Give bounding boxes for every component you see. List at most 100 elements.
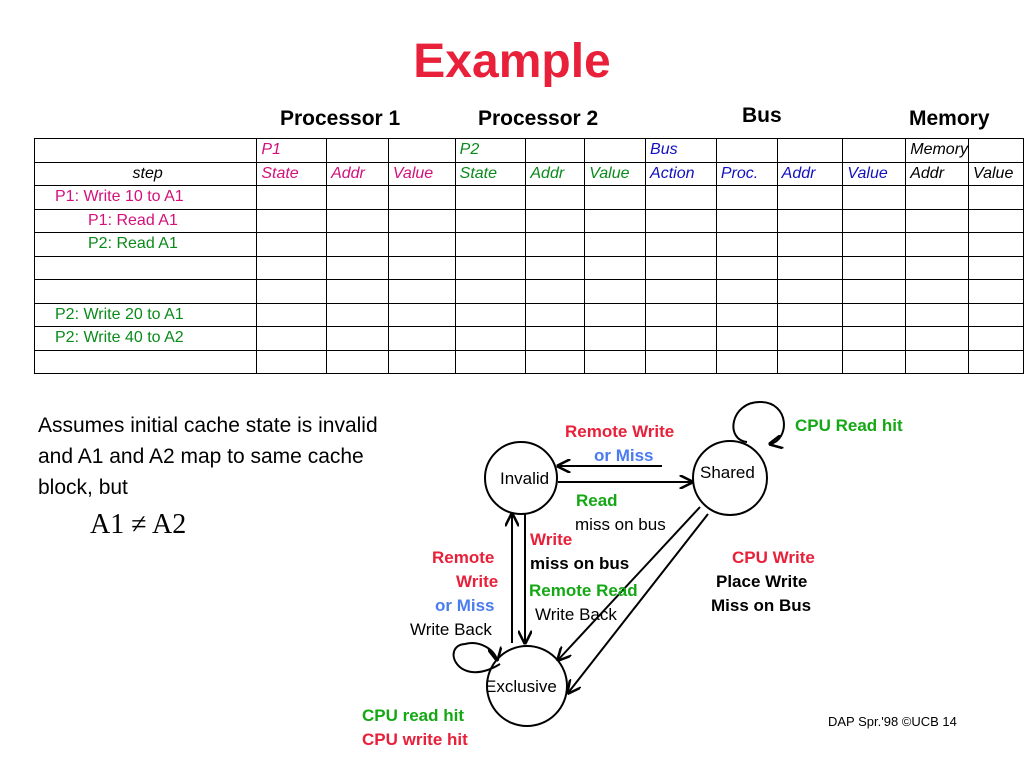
table-step-cell: P2: Write 20 to A1: [33, 302, 258, 327]
table-cell: [584, 185, 647, 210]
label-write-back-right: Write Back: [535, 605, 617, 624]
table-cell: [968, 326, 1024, 351]
table-group-cell: [525, 138, 586, 163]
table-group-cell: [842, 138, 907, 163]
table-cell: [584, 279, 647, 304]
state-invalid-label: Invalid: [500, 469, 550, 488]
table-cell: [715, 302, 778, 327]
table-cell: [256, 255, 328, 280]
table-cell: [584, 232, 647, 257]
table-column-cell: Value: [968, 161, 1024, 186]
table-column-cell: Value: [387, 161, 456, 186]
table-column-cell: Proc.: [715, 161, 778, 186]
table-cell: [256, 279, 328, 304]
label-or-miss-left: or Miss: [435, 596, 495, 615]
table-cell: [454, 326, 527, 351]
table-cell: [584, 349, 647, 374]
state-shared-label: Shared: [700, 463, 755, 482]
table-row: P2: Write 20 to A1: [33, 302, 1024, 327]
table-cell: [256, 302, 328, 327]
table-cell: [454, 302, 527, 327]
table-step-cell: [33, 279, 258, 304]
table-cell: [905, 302, 970, 327]
table-row: [33, 255, 1024, 280]
table-cell: [256, 349, 328, 374]
table-group-cell: [387, 138, 456, 163]
table-column-cell: Action: [645, 161, 717, 186]
table-group-cell: [326, 138, 389, 163]
processor-1-header: Processor 1: [280, 107, 401, 130]
table-column-cell: Value: [842, 161, 907, 186]
table-cell: [842, 185, 907, 210]
table-cell: [645, 255, 717, 280]
table-cell: [842, 279, 907, 304]
table-step-cell: [33, 349, 258, 374]
table-cell: [387, 326, 456, 351]
table-cell: [256, 326, 328, 351]
memory-header: Memory: [909, 107, 990, 130]
table-cell: [387, 279, 456, 304]
table-cell: [387, 232, 456, 257]
table-cell: [584, 255, 647, 280]
label-remote-left: Remote: [432, 548, 495, 567]
table-cell: [776, 302, 844, 327]
table-group-cell: [715, 138, 778, 163]
table-cell: [645, 208, 717, 233]
table-cell: [454, 349, 527, 374]
slide-title: Example: [413, 35, 611, 88]
label-place-write: Place Write: [716, 572, 808, 591]
label-write-left: Write: [456, 572, 499, 591]
table-cell: [454, 232, 527, 257]
label-read: Read: [576, 491, 618, 510]
table-cell: [387, 302, 456, 327]
table-cell: [326, 255, 389, 280]
table-cell: [776, 349, 844, 374]
table-cell: [525, 326, 586, 351]
table-cell: [645, 326, 717, 351]
table-cell: [776, 255, 844, 280]
table-cell: [584, 326, 647, 351]
label-remote-read: Remote Read: [529, 581, 638, 600]
label-write-back-left: Write Back: [410, 620, 492, 639]
table-cell: [715, 185, 778, 210]
table-cell: [715, 349, 778, 374]
table-cell: [387, 185, 456, 210]
assumption-formula: A1 ≠ A2: [90, 509, 187, 540]
table-cell: [905, 208, 970, 233]
table-cell: [715, 279, 778, 304]
table-cell: [584, 302, 647, 327]
table-cell: [387, 349, 456, 374]
table-row: P2: Read A1: [33, 232, 1024, 257]
arrow-shared-to-exclusive: [568, 513, 709, 693]
table-cell: [905, 255, 970, 280]
table-cell: [968, 255, 1024, 280]
table-cell: [387, 208, 456, 233]
table-cell: [905, 279, 970, 304]
table-column-cell: Addr: [776, 161, 844, 186]
table-cell: [842, 208, 907, 233]
label-or-miss-top: or Miss: [594, 446, 654, 465]
table-cell: [645, 279, 717, 304]
label-miss-on-bus: Miss on Bus: [711, 596, 812, 615]
table-row: P2: Write 40 to A2: [33, 326, 1024, 351]
label-cpu-read-hit-exclusive: CPU read hit: [362, 706, 465, 725]
table-cell: [584, 208, 647, 233]
label-write: Write: [530, 530, 573, 549]
table-cell: [842, 349, 907, 374]
state-invalid-circle: [484, 441, 558, 515]
table-group-cell: Bus: [645, 138, 717, 163]
table-cell: [645, 302, 717, 327]
assumption-text: Assumes initial cache state is invalid a…: [38, 414, 378, 499]
arrow-shared-to-exclusive-outer: [558, 506, 701, 660]
table-row: [33, 349, 1024, 374]
table-cell: [776, 279, 844, 304]
table-cell: [968, 208, 1024, 233]
table-cell: [968, 302, 1024, 327]
table-cell: [905, 232, 970, 257]
table-row: P1: Write 10 to A1: [33, 185, 1024, 210]
table-cell: [525, 302, 586, 327]
table-step-cell: P1: Read A1: [33, 208, 258, 233]
